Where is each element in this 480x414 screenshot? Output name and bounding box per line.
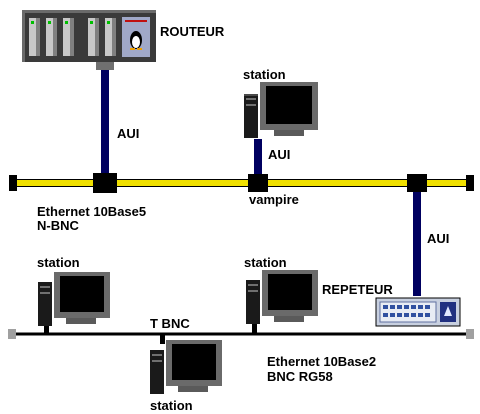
computer-station-icon — [244, 82, 318, 138]
station-label-mid: station — [244, 255, 287, 270]
aui-label-station: AUI — [268, 147, 291, 162]
terminator-icon — [466, 329, 474, 339]
computer-station-icon — [150, 340, 222, 394]
aui-label-repeater: AUI — [427, 231, 450, 246]
vampire-label: vampire — [249, 192, 299, 207]
terminator-icon — [8, 329, 16, 339]
t-bnc-label: T BNC — [150, 316, 190, 331]
station-label-top: station — [243, 67, 286, 82]
ethernet-thick-connector-label: N-BNC — [37, 218, 79, 233]
aui-cable-station — [254, 139, 262, 177]
aui-cable-router — [101, 70, 109, 178]
computer-station-icon — [246, 270, 318, 324]
station-label-left: station — [37, 255, 80, 270]
linux-penguin-icon — [130, 31, 142, 50]
vampire-tap-icon — [93, 173, 117, 193]
router-icon — [22, 10, 156, 70]
vampire-tap-icon — [407, 174, 427, 192]
aui-label-router: AUI — [117, 126, 140, 141]
thin-ethernet-segment — [8, 320, 474, 344]
repeater-hub-icon — [375, 297, 461, 327]
computer-station-icon — [38, 272, 110, 326]
ethernet-thin-label: Ethernet 10Base2 — [267, 354, 377, 369]
aui-cable-repeater — [413, 190, 421, 296]
station-label-bottom: station — [150, 398, 193, 413]
vampire-tap-icon — [248, 174, 268, 192]
thick-ethernet-segment — [9, 175, 474, 191]
router-label: ROUTEUR — [160, 24, 225, 39]
terminator-icon — [466, 175, 474, 191]
ethernet-thick-label: Ethernet 10Base5 — [37, 204, 147, 219]
terminator-icon — [9, 175, 17, 191]
repeater-label: REPETEUR — [322, 282, 393, 297]
ethernet-thin-connector-label: BNC RG58 — [267, 369, 333, 384]
